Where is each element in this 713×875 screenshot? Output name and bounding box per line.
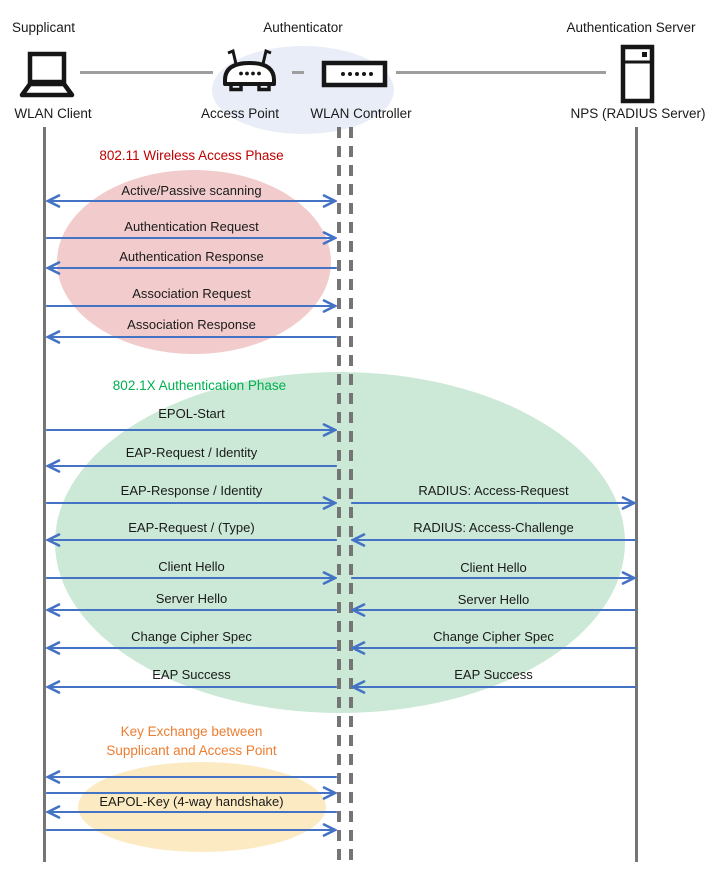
authenticator-lifeline-right bbox=[349, 127, 353, 864]
message-label-eapol-key-3: EAPOL-Key (4-way handshake) bbox=[99, 794, 284, 809]
message-label-authentication-request: Authentication Request bbox=[124, 219, 259, 234]
message-arrow-server-hello-supplicant bbox=[45, 603, 338, 617]
message-arrow-change-cipher-spec-supplicant bbox=[45, 641, 338, 655]
message-arrow-eapol-key-4 bbox=[45, 823, 338, 837]
message-arrow-authentication-response bbox=[45, 261, 338, 275]
message-label-active-passive-scanning: Active/Passive scanning bbox=[121, 183, 262, 198]
message-arrow-eap-request-identity bbox=[45, 459, 338, 473]
message-arrow-radius-access-challenge bbox=[350, 533, 637, 547]
message-label-change-cipher-spec-server: Change Cipher Spec bbox=[433, 629, 554, 644]
access-point-icon bbox=[219, 47, 281, 98]
message-arrow-eap-request-type bbox=[45, 533, 338, 547]
phase-title-80211-wireless-access: 802.11 Wireless Access Phase bbox=[99, 148, 284, 163]
message-arrow-radius-access-request bbox=[350, 496, 637, 510]
ap-to-controller-link bbox=[292, 71, 304, 74]
device-label-nps-radius-server: NPS (RADIUS Server) bbox=[570, 106, 706, 121]
message-arrow-active-passive-scanning bbox=[45, 194, 338, 208]
message-arrow-eap-success-supplicant bbox=[45, 680, 338, 694]
device-label-access-point: Access Point bbox=[200, 106, 280, 121]
message-arrow-epol-start bbox=[45, 423, 338, 437]
message-label-eap-request-identity: EAP-Request / Identity bbox=[125, 445, 258, 460]
message-arrow-authentication-request bbox=[45, 231, 338, 245]
phase-title-key-exchange: Key Exchange between Supplicant and Acce… bbox=[106, 724, 277, 758]
phase-title-8021x-authentication: 802.1X Authentication Phase bbox=[112, 378, 287, 393]
message-arrow-eap-success-server bbox=[350, 680, 637, 694]
message-arrow-association-request bbox=[45, 299, 338, 313]
message-label-association-response: Association Response bbox=[127, 317, 256, 332]
client-to-ap-link bbox=[80, 71, 213, 74]
role-label-authentication-server: Authentication Server bbox=[566, 20, 696, 35]
message-arrow-client-hello-server bbox=[350, 571, 637, 585]
message-label-client-hello-supplicant: Client Hello bbox=[158, 559, 225, 574]
message-label-eap-success-supplicant: EAP Success bbox=[152, 667, 231, 682]
server-icon bbox=[620, 44, 656, 109]
message-label-eap-request-type: EAP-Request / (Type) bbox=[128, 520, 255, 535]
message-label-server-hello-supplicant: Server Hello bbox=[155, 591, 228, 606]
message-arrow-association-response bbox=[45, 330, 338, 344]
device-label-wlan-controller: WLAN Controller bbox=[310, 106, 412, 121]
message-arrow-eapol-key-2 bbox=[45, 786, 338, 800]
wlan-controller-icon bbox=[320, 60, 388, 94]
message-label-client-hello-server: Client Hello bbox=[460, 560, 527, 575]
wlan-client-lifeline bbox=[43, 127, 46, 862]
message-arrow-server-hello-server bbox=[350, 603, 637, 617]
message-label-eap-response-identity: EAP-Response / Identity bbox=[120, 483, 263, 498]
message-label-epol-start: EPOL-Start bbox=[158, 406, 225, 421]
radius-server-lifeline bbox=[635, 127, 638, 862]
authenticator-lifeline-left bbox=[337, 127, 341, 864]
message-label-radius-access-challenge: RADIUS: Access-Challenge bbox=[413, 520, 574, 535]
message-arrow-client-hello-supplicant bbox=[45, 571, 338, 585]
message-arrow-eapol-key-3 bbox=[45, 805, 338, 819]
message-arrow-change-cipher-spec-server bbox=[350, 641, 637, 655]
message-label-authentication-response: Authentication Response bbox=[119, 249, 264, 264]
message-arrow-eap-response-identity bbox=[45, 496, 338, 510]
controller-to-server-link bbox=[396, 71, 606, 74]
message-label-server-hello-server: Server Hello bbox=[457, 592, 530, 607]
laptop-icon bbox=[17, 51, 77, 105]
message-label-change-cipher-spec-supplicant: Change Cipher Spec bbox=[131, 629, 252, 644]
device-label-wlan-client: WLAN Client bbox=[14, 106, 92, 121]
message-label-eap-success-server: EAP Success bbox=[454, 667, 533, 682]
role-label-authenticator: Authenticator bbox=[263, 20, 343, 35]
message-label-radius-access-request: RADIUS: Access-Request bbox=[418, 483, 569, 498]
message-label-association-request: Association Request bbox=[132, 286, 251, 301]
role-label-supplicant: Supplicant bbox=[12, 20, 76, 35]
message-arrow-eapol-key-1 bbox=[45, 770, 338, 784]
